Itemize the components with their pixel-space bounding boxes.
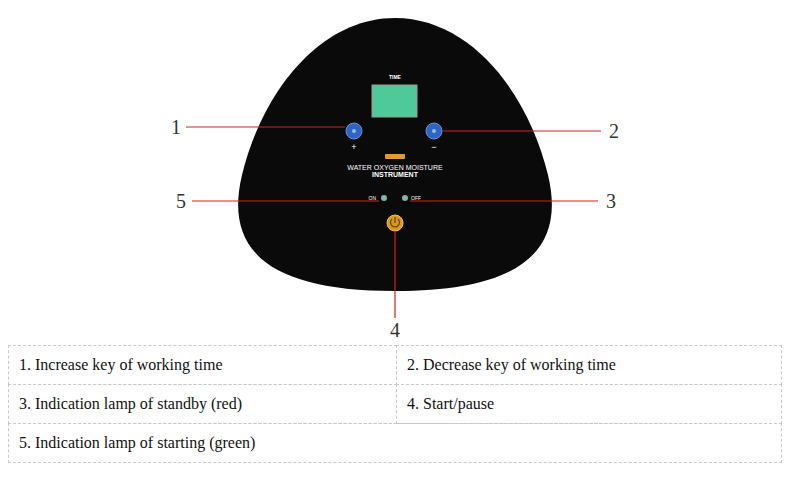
increase-key xyxy=(346,123,362,139)
table-cell: 2. Decrease key of working time xyxy=(396,345,782,385)
lamp-text: OFF xyxy=(411,196,421,201)
panel-text: WATER OXYGEN MOISTURE xyxy=(347,164,442,171)
decrease-key xyxy=(426,123,442,139)
cell-text: 1. Increase key of working time xyxy=(19,356,222,374)
power-icon xyxy=(394,217,395,223)
leader-line xyxy=(192,200,379,201)
table-cell: 1. Increase key of working time xyxy=(8,345,397,385)
lamp-text: ON xyxy=(369,196,377,201)
leader-line xyxy=(394,231,395,318)
key-sign: − xyxy=(431,143,436,152)
callout-number: 2 xyxy=(609,121,619,141)
time-display xyxy=(372,85,417,117)
leader-line xyxy=(443,130,601,131)
callout-number: 3 xyxy=(606,191,616,211)
panel-text: TIME xyxy=(389,75,401,80)
table-cell: 4. Start/pause xyxy=(396,384,782,424)
table-cell: 3. Indication lamp of standby (red) xyxy=(8,384,397,424)
callout-number: 4 xyxy=(390,320,400,340)
callout-number: 1 xyxy=(171,117,181,137)
cell-text: 2. Decrease key of working time xyxy=(407,356,616,374)
key-center xyxy=(432,129,436,133)
table-cell: 5. Indication lamp of starting (green) xyxy=(8,423,782,463)
key-center xyxy=(352,129,356,133)
start-lamp xyxy=(381,195,387,201)
leader-line xyxy=(410,200,598,201)
callout-number: 5 xyxy=(176,191,186,211)
cell-text: 3. Indication lamp of standby (red) xyxy=(19,395,242,413)
panel-text: INSTRUMENT xyxy=(372,171,418,178)
cell-text: 5. Indication lamp of starting (green) xyxy=(19,434,255,452)
leader-line xyxy=(186,126,345,127)
standby-lamp xyxy=(402,195,408,201)
brand-tag xyxy=(385,154,405,159)
power-button xyxy=(387,215,403,231)
key-sign: + xyxy=(351,143,356,152)
cell-text: 4. Start/pause xyxy=(407,395,494,413)
